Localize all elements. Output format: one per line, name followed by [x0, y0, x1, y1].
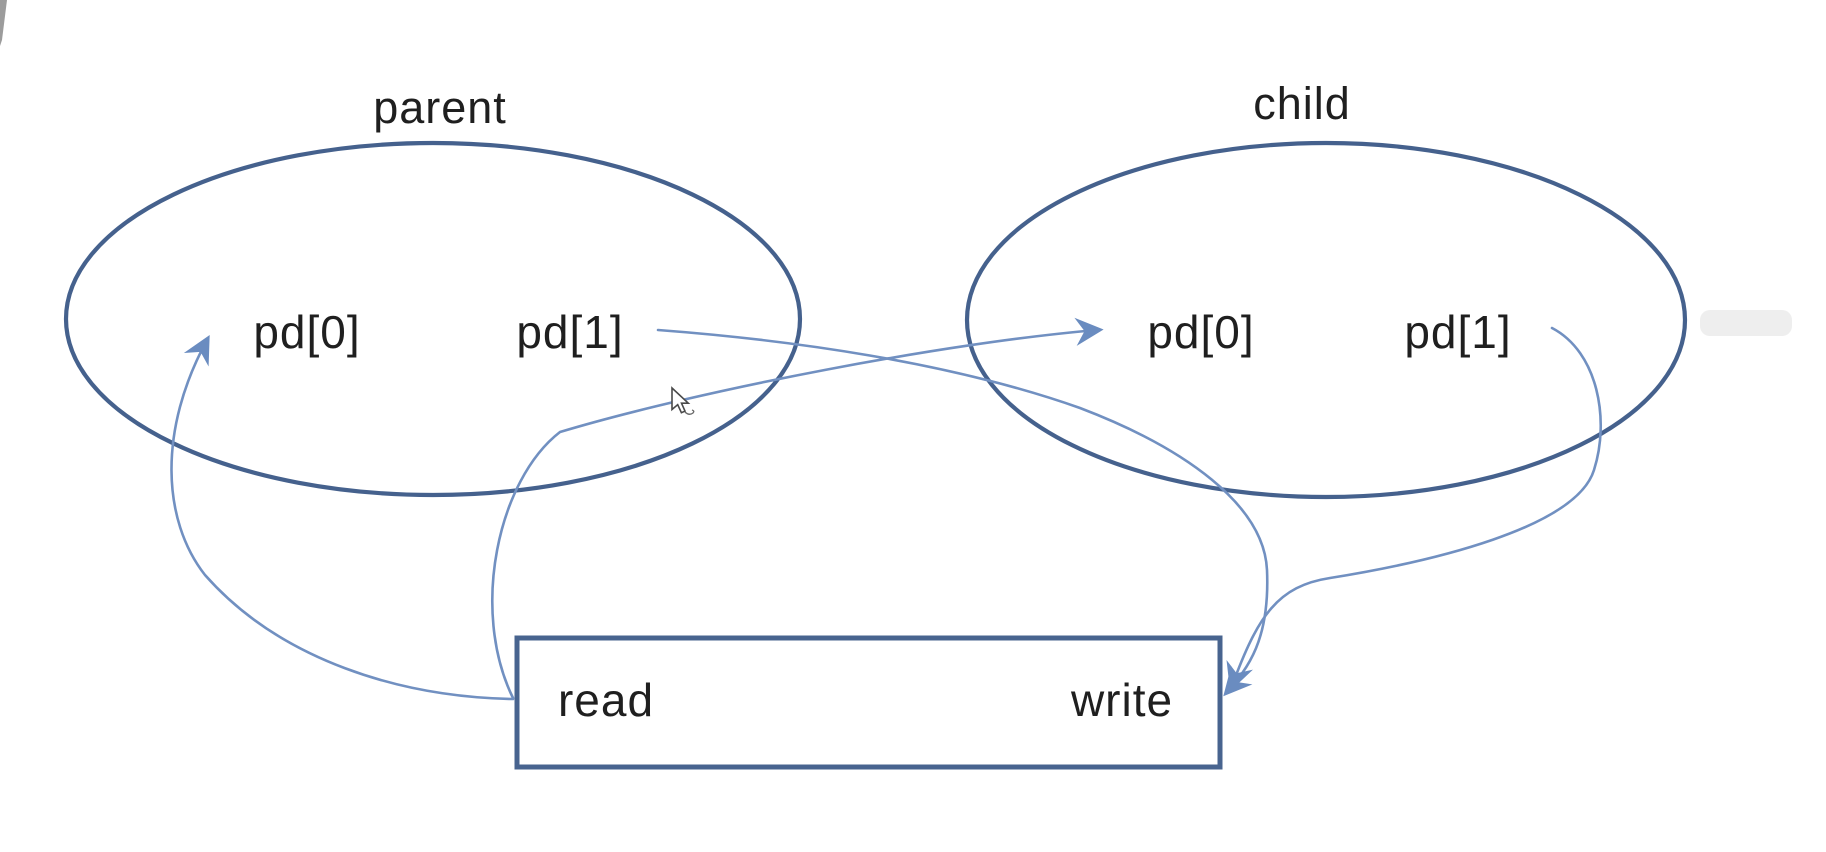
parent-pd1-label: pd[1]: [516, 306, 623, 358]
child-pd0-label: pd[0]: [1147, 306, 1254, 358]
parent-process-ellipse: [63, 140, 803, 498]
child-label: child: [1253, 78, 1351, 129]
arrow-parent-pd1-to-write: [656, 328, 1269, 697]
parent-label: parent: [373, 82, 507, 133]
faint-smudge-artifact: [1700, 310, 1792, 336]
child-pd1-label: pd[1]: [1404, 306, 1511, 358]
pipe-write-label: write: [1070, 674, 1173, 726]
screen-edge-artifact: [0, 0, 7, 46]
pipe-box: [514, 635, 1223, 770]
parent-pd0-label: pd[0]: [253, 306, 360, 358]
mouse-cursor-icon: [671, 386, 695, 415]
arrow-read-to-child-pd0: [490, 317, 1104, 700]
arrow-child-pd1-to-write: [1226, 326, 1603, 692]
child-process-ellipse: [964, 140, 1688, 500]
pipe-read-label: read: [558, 674, 654, 726]
arrow-read-to-parent-pd0: [170, 335, 515, 701]
